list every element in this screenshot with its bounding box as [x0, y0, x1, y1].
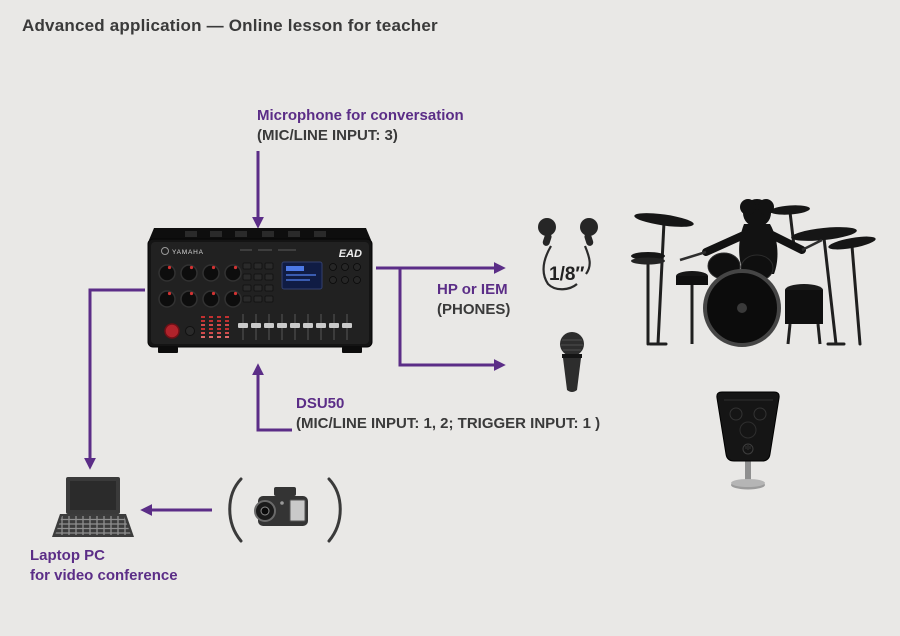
- label-laptop-title: Laptop PC: [30, 547, 105, 564]
- page-title: Advanced application — Online lesson for…: [22, 16, 438, 35]
- label-dsu50: DSU50 (MIC/LINE INPUT: 1, 2; TRIGGER INP…: [296, 394, 600, 434]
- left-parenthesis-icon: [228, 477, 243, 543]
- label-hp-iem: HP or IEM (PHONES): [437, 280, 510, 320]
- label-mic-conversation-title: Microphone for conversation: [257, 107, 464, 124]
- label-laptop: Laptop PC for video conference: [30, 546, 178, 586]
- ead10-device: YAMAHA EAD: [147, 228, 373, 353]
- connection-arrows: [84, 151, 506, 516]
- video-camera-group: [228, 477, 342, 543]
- earbuds-icon: 1/8″: [538, 218, 598, 291]
- label-hp-iem-subtitle: (PHONES): [437, 301, 511, 318]
- label-hp-iem-title: HP or IEM: [437, 281, 508, 298]
- laptop-icon: [52, 477, 134, 537]
- arrow-dsu50-to-device: [252, 363, 292, 432]
- label-dsu50-title: DSU50: [296, 395, 345, 412]
- label-mic-conversation: Microphone for conversation (MIC/LINE IN…: [257, 106, 464, 146]
- arrow-device-to-mic-branch: [398, 268, 506, 371]
- drummer-illustration: [631, 199, 876, 347]
- jack-size-label: 1/8″: [549, 264, 585, 285]
- label-mic-conversation-subtitle: (MIC/LINE INPUT: 3): [257, 127, 398, 144]
- right-parenthesis-icon: [327, 477, 342, 543]
- yamaha-logo: YAMAHA: [172, 249, 204, 256]
- arrow-device-to-laptop: [84, 288, 145, 470]
- ead-logo: EAD: [339, 248, 362, 260]
- label-dsu50-subtitle: (MIC/LINE INPUT: 1, 2; TRIGGER INPUT: 1 …: [296, 415, 601, 432]
- microphone-icon: [560, 332, 584, 392]
- video-camera-icon: [254, 487, 308, 526]
- dsu50-sensor: [716, 391, 780, 490]
- label-laptop-subtitle: for video conference: [30, 567, 178, 584]
